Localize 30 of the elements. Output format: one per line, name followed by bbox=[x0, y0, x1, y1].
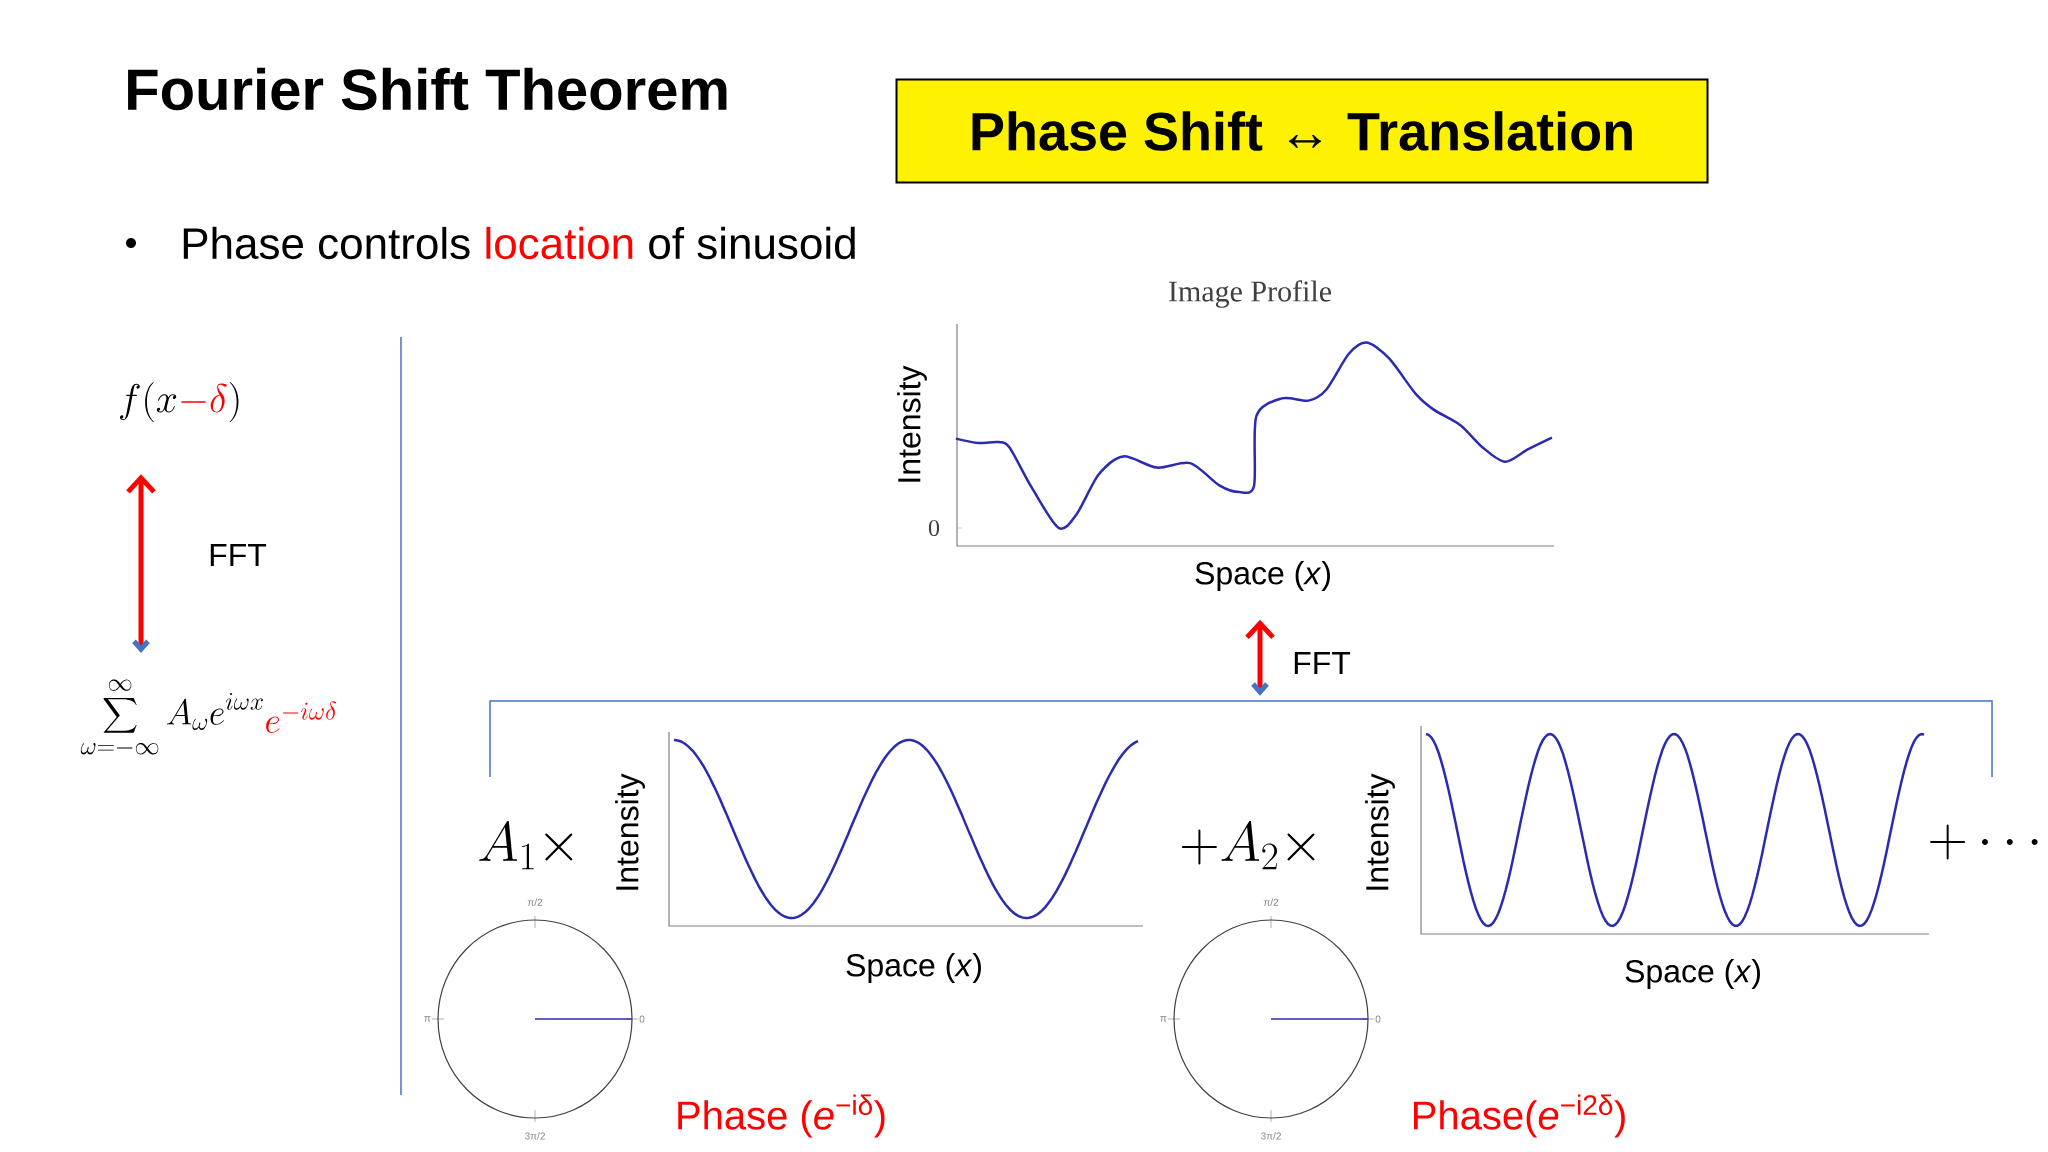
bullet-text: Phase controls location of sinusoid bbox=[183, 226, 855, 260]
tick-label: π bbox=[1160, 1016, 1167, 1022]
formula: $A_1 \times$ bbox=[479, 820, 573, 870]
title-box: Phase Shift ↔ Translation bbox=[895, 78, 1709, 184]
formula: $f(x$ $-\delta$ $)$ bbox=[120, 382, 239, 422]
tick-label: 0 bbox=[928, 519, 940, 537]
chart-title: Image Profile bbox=[1169, 280, 1332, 308]
arrow bbox=[1245, 619, 1275, 696]
phase-label: Phase (e$^{−iδ}$) bbox=[678, 1094, 885, 1138]
formula: $+\cdots$ bbox=[1930, 824, 2038, 860]
tick-label: π/2 bbox=[527, 898, 543, 906]
arrow bbox=[126, 474, 156, 654]
axis-label: Intensity bbox=[897, 365, 927, 482]
axis-label: Space (x) bbox=[1195, 561, 1330, 591]
phase-label: Phase(e$^{−i2δ}$) bbox=[1414, 1094, 1625, 1138]
tick-label: 3π/2 bbox=[525, 1132, 545, 1140]
axis-label: Space (x) bbox=[846, 953, 981, 983]
tick-label: 0 bbox=[639, 1015, 645, 1023]
slide-title: Fourier Shift Theorem bbox=[128, 67, 727, 111]
tick-label: 3π/2 bbox=[1261, 1132, 1281, 1140]
tick-label: π bbox=[424, 1016, 431, 1022]
edge-label: FFT bbox=[1290, 650, 1353, 676]
tick-label: 0 bbox=[1375, 1015, 1381, 1023]
tick-label: π/2 bbox=[1263, 898, 1279, 906]
formula: $+A_2 \times$ bbox=[1181, 820, 1315, 870]
formula: $\sum_{\omega=-\infty}^{\infty} A_{\omega} e^{i\omega x}$ $e^{-i\omega\delta}$ bbox=[80, 679, 337, 755]
axis-label: Intensity bbox=[615, 773, 645, 890]
edge-label: FFT bbox=[206, 542, 269, 568]
axis-label: Space (x) bbox=[1625, 959, 1760, 989]
axis-label: Intensity bbox=[1365, 773, 1395, 890]
